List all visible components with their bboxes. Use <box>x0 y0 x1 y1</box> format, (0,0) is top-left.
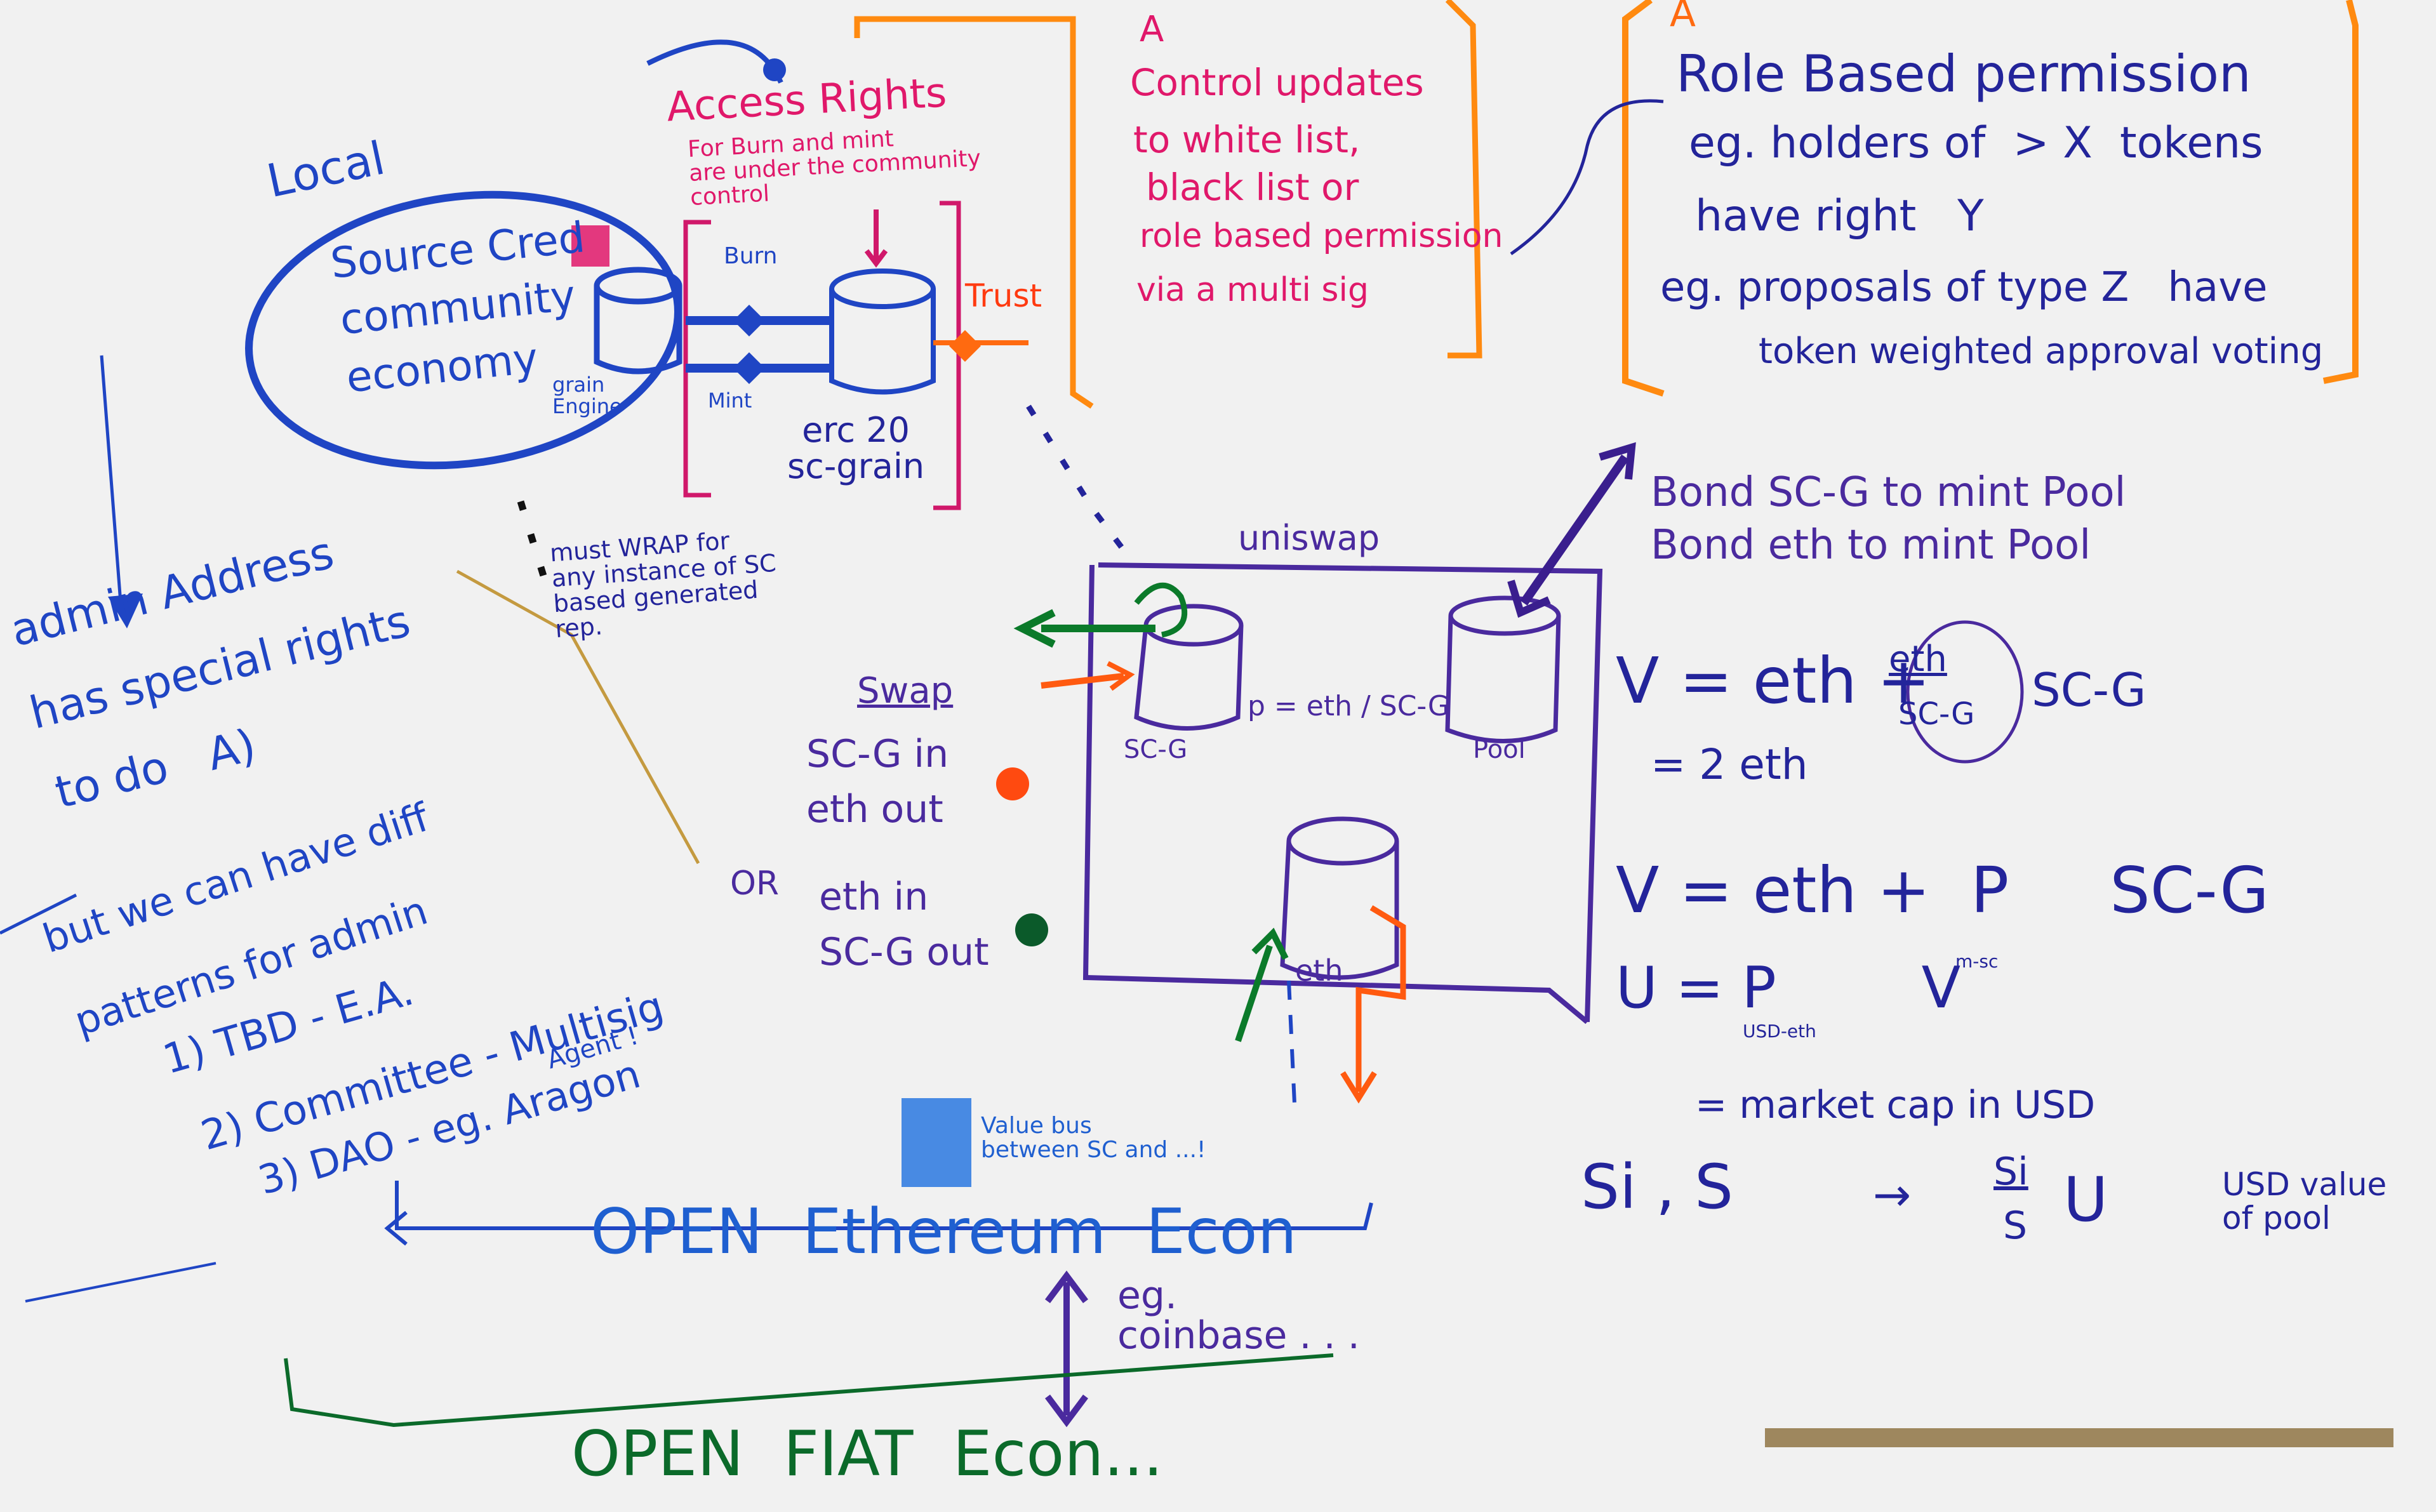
ratio-scg: SC-G <box>2032 663 2146 717</box>
erc20-label: erc 20 sc-grain <box>787 410 925 486</box>
open-ethereum-econ: OPEN Ethereum Econ <box>590 1196 1297 1268</box>
value-bus-box <box>902 1098 971 1187</box>
connector-dot <box>763 58 786 81</box>
lock-icon <box>571 225 609 267</box>
control-line-4: role based permission <box>1140 217 1503 255</box>
role-line-5: token weighted approval voting <box>1759 331 2324 372</box>
red-dot <box>996 767 1029 800</box>
erc20-cylinder-body <box>829 289 936 395</box>
swap-option-a: SC-G in eth out <box>806 732 949 832</box>
grain-engine-body <box>594 286 682 375</box>
pool-cup-body <box>1445 615 1561 743</box>
bond-note: Bond SC-G to mint Pool Bond eth to mint … <box>1651 469 2126 569</box>
role-box-bracket <box>1622 0 2359 397</box>
green-dot <box>1015 913 1048 946</box>
price-formula: p = eth / SC-G <box>1248 690 1450 722</box>
trust-label: Trust <box>965 277 1042 314</box>
scg-cup-top <box>1143 604 1244 647</box>
ratio-circle <box>1906 620 2024 764</box>
ratio-denominator: SC-G <box>1898 696 1975 732</box>
usd-value-note: USD value of pool <box>2222 1166 2387 1237</box>
open-eth-bracket <box>395 1181 1373 1230</box>
role-line-3: have right Y <box>1695 191 1984 241</box>
u-hat-formula: U = P V <box>1616 955 1961 1021</box>
grain-engine-top <box>594 267 682 305</box>
pool-cup-label: Pool <box>1473 735 1526 764</box>
eq-two-eth: = 2 eth <box>1651 740 1808 789</box>
role-line-4: eg. proposals of type Z have <box>1660 264 2268 311</box>
trust-diamond <box>949 330 981 362</box>
u-hat-sub: USD-eth <box>1743 1021 1816 1042</box>
uniswap-box <box>1082 562 1603 1025</box>
green-in-arrow <box>1235 945 1273 1042</box>
value-bus-note: Value bus between SC and ...! <box>981 1113 1206 1163</box>
must-wrap-note: must WRAP for any instance of SC based g… <box>549 526 778 643</box>
p-hat-sub: m-sc <box>1955 951 1999 972</box>
control-box-marker: A <box>1140 9 1164 50</box>
tape-strip <box>1765 1428 2393 1447</box>
role-box-marker: A <box>1670 0 1696 36</box>
swap-or: OR <box>730 865 780 903</box>
eth-cup-label: eth <box>1295 953 1343 988</box>
v-formula: V = eth + <box>1616 644 1931 718</box>
control-line-2: to white list, <box>1133 118 1361 161</box>
bond-arrow <box>1520 454 1629 606</box>
mint-label: Mint <box>708 388 752 413</box>
swap-option-b: eth in SC-G out <box>819 875 989 974</box>
erc20-cylinder-top <box>829 269 936 309</box>
access-rights-note: For Burn and mint are under the communit… <box>687 126 982 211</box>
eth-cup-top <box>1286 816 1399 866</box>
implies-arrow: → <box>1873 1168 1912 1221</box>
control-line-3: black list or <box>1146 166 1359 209</box>
control-line-1: Control updates <box>1130 61 1424 104</box>
swap-title: Swap <box>857 670 954 712</box>
open-fiat-econ: OPEN FIAT Econ... <box>571 1418 1163 1490</box>
open-fiat-bracket <box>284 1353 1334 1428</box>
role-line-2: eg. holders of > X tokens <box>1689 118 2263 168</box>
control-box-bracket <box>854 0 1482 409</box>
admin-pointer-line <box>100 355 123 604</box>
uniswap-label: uniswap <box>1238 518 1380 558</box>
scg-cup-body <box>1134 625 1244 731</box>
grain-engine-label: grain Engine <box>552 373 622 418</box>
orange-out-arrow <box>1355 905 1406 1092</box>
burn-label: Burn <box>724 243 778 269</box>
control-line-5: via a multi sig <box>1136 271 1369 309</box>
role-line-1: Role Based permission <box>1676 44 2251 103</box>
u-hat-result: U <box>2063 1164 2108 1235</box>
mint-diamond <box>733 352 765 384</box>
ratio-numerator: eth <box>1889 639 1947 680</box>
v-hat-formula: V = eth + P SC-G <box>1616 853 2269 927</box>
burn-diamond <box>733 305 765 336</box>
orange-in-arrow <box>1041 673 1124 689</box>
scg-cup-label: SC-G <box>1124 735 1188 764</box>
market-cap-note: = market cap in USD <box>1695 1083 2096 1127</box>
si-over-s-num: Si <box>1993 1150 2028 1194</box>
si-s-label: Si , S <box>1581 1151 1734 1223</box>
si-over-s-den: S <box>2003 1204 2028 1248</box>
coinbase-note: eg. coinbase . . . <box>1117 1273 1360 1358</box>
eth-cup-body <box>1280 840 1399 980</box>
